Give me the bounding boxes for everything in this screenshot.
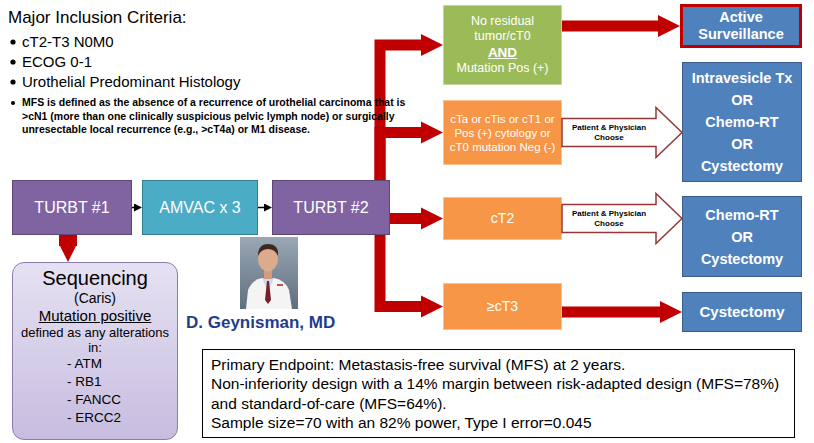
process-box: TURBT #1 xyxy=(12,180,132,235)
flow-arrow xyxy=(59,235,77,246)
edge-label: Patient & Physician Choose xyxy=(564,206,654,232)
node-text: AMVAC x 3 xyxy=(159,198,241,217)
definition-note: MFS is defined as the absence of a recur… xyxy=(22,96,427,137)
white-coat xyxy=(246,278,292,309)
node-text: Intravesicle Tx xyxy=(692,67,793,89)
hair xyxy=(258,244,278,256)
flow-arrow xyxy=(380,133,421,181)
node-text: Active Surveillance xyxy=(689,9,793,43)
node-text: Cystectomy xyxy=(701,155,783,177)
bullet xyxy=(11,101,15,105)
node-text: Cystectomy xyxy=(701,248,783,270)
node-text: Chemo-RT xyxy=(705,204,778,226)
bullet xyxy=(10,39,15,44)
info-box: Sequencing(Caris)Mutation positivedefine… xyxy=(12,262,178,440)
flow-arrow xyxy=(380,235,421,307)
node-text: TURBT #1 xyxy=(34,198,109,217)
choice-arrow xyxy=(562,108,682,158)
node-text: - ATM xyxy=(19,355,171,373)
node-text: TURBT #2 xyxy=(293,198,368,217)
node-text: Mutation positive xyxy=(39,307,152,325)
bullet xyxy=(10,59,15,64)
flow-arrow xyxy=(380,45,421,180)
connector-group xyxy=(68,26,682,312)
outcome-box: No residual tumor/cT0ANDMutation Pos (+) xyxy=(443,5,562,85)
node-text: defined as any alterations in: xyxy=(19,325,171,355)
node-text: (Caris) xyxy=(74,290,116,307)
presenter-name: D. Geynisman, MD xyxy=(186,313,386,333)
node-text: Mutation Pos (+) xyxy=(456,61,548,76)
endpoint-box: Primary Endpoint: Metastasis-free surviv… xyxy=(202,349,795,438)
node-text: - RB1 xyxy=(19,373,171,391)
speaker-photo xyxy=(240,237,298,309)
badge xyxy=(277,284,283,286)
treatment-box: Cystectomy xyxy=(682,292,802,332)
photo-frame xyxy=(240,237,298,309)
flow-arrow xyxy=(258,207,264,209)
heading-text: Major Inclusion Criteria: xyxy=(8,8,308,28)
node-text: OR xyxy=(731,226,753,248)
outcome-box: ≥cT3 xyxy=(443,283,562,330)
treatment-box: Intravesicle TxORChemo-RTORCystectomy xyxy=(682,62,802,182)
flow-arrow xyxy=(562,307,660,318)
treatment-box: Active Surveillance xyxy=(680,4,802,48)
node-text: Non-inferiority design with a 14% margin… xyxy=(211,374,786,413)
node-text: OR xyxy=(731,133,753,155)
treatment-box: Chemo-RTORCystectomy xyxy=(682,196,802,277)
node-text: No residual tumor/cT0 xyxy=(450,14,555,44)
criteria-item: Urothelial Predominant Histology xyxy=(22,73,402,91)
node-text: Primary Endpoint: Metastasis-free surviv… xyxy=(211,355,786,375)
node-text: cT2 xyxy=(491,210,514,227)
choice-arrow xyxy=(562,194,682,244)
node-text: Sequencing xyxy=(42,267,148,290)
edge-label: Patient & Physician Choose xyxy=(564,120,654,146)
tie xyxy=(265,281,271,304)
node-text: ≥cT3 xyxy=(487,298,518,315)
outcome-box: cT2 xyxy=(443,197,562,240)
bullet-marks xyxy=(10,39,15,105)
flow-arrow xyxy=(390,213,421,224)
node-text: Chemo-RT xyxy=(705,111,778,133)
criteria-item: cT2-T3 N0M0 xyxy=(22,33,322,51)
node-text: Sample size=70 with an 82% power, Type I… xyxy=(211,413,786,433)
criteria-item: ECOG 0-1 xyxy=(22,53,322,71)
process-box: AMVAC x 3 xyxy=(142,180,258,235)
process-box: TURBT #2 xyxy=(272,180,390,235)
node-text: - FANCC xyxy=(19,391,171,409)
flow-arrow xyxy=(562,21,658,32)
node-text: Cystectomy xyxy=(699,303,784,321)
outcome-box: cTa or cTis or cT1 or Pos (+) cytology o… xyxy=(443,100,562,165)
bullet xyxy=(10,79,15,84)
node-text: AND xyxy=(488,44,517,61)
flow-arrow xyxy=(132,207,134,209)
node-text: OR xyxy=(731,89,753,111)
node-text: - ERCC2 xyxy=(19,409,171,427)
node-text: cTa or cTis or cT1 or Pos (+) cytology o… xyxy=(449,112,556,154)
